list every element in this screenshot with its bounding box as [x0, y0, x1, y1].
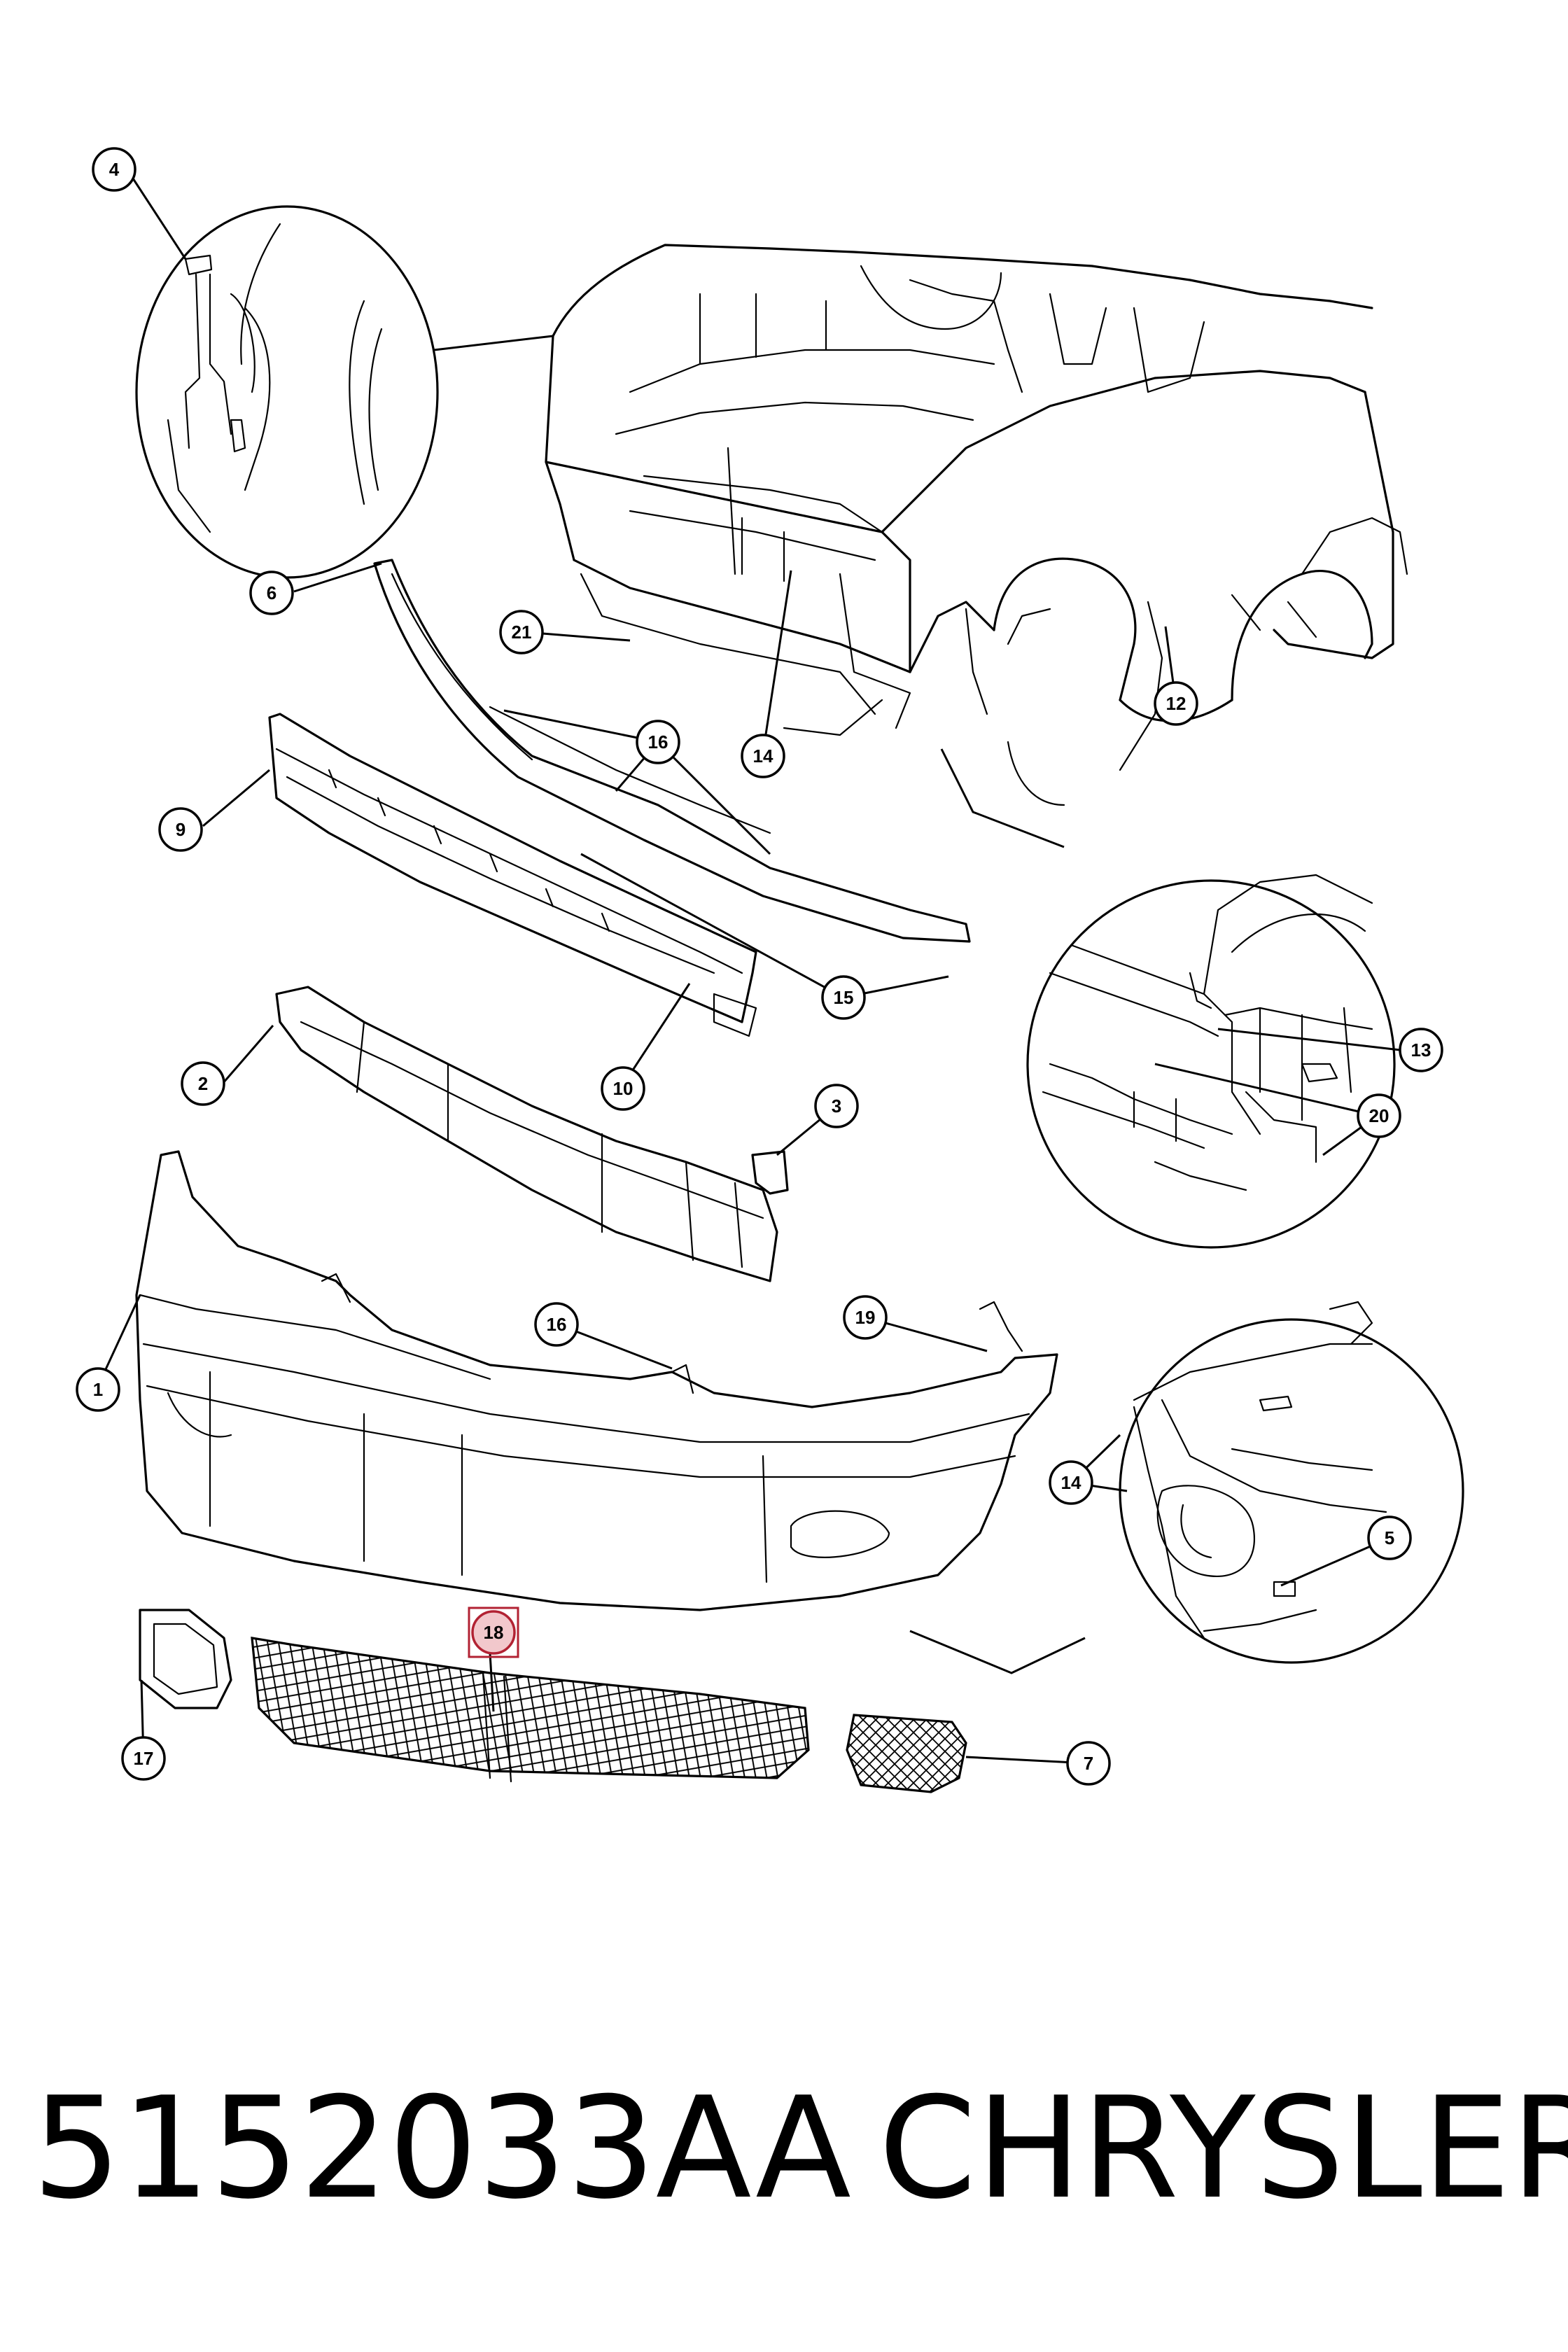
- part-6-upper-seal-strip: [373, 559, 971, 943]
- detail-circle-fender-seal: [135, 205, 554, 579]
- callout: 13: [1399, 1028, 1443, 1072]
- brand-name: CHRYSLER: [878, 2067, 1568, 2230]
- callout-label: 2: [198, 1073, 208, 1094]
- callout: 4: [92, 147, 136, 192]
- connector-line: [940, 748, 1065, 848]
- callout: 2: [181, 1061, 225, 1106]
- callout-highlighted: 18: [468, 1606, 519, 1658]
- callout: 12: [1154, 681, 1198, 726]
- part-9-grille-support: [268, 713, 757, 1037]
- part-1-front-fascia: [135, 1150, 1058, 1611]
- callout-label: 17: [134, 1748, 154, 1769]
- callout: 20: [1357, 1093, 1401, 1138]
- callout-label: 21: [512, 622, 532, 643]
- callout: 16: [534, 1302, 579, 1347]
- callout: 14: [1049, 1460, 1093, 1505]
- detail-circle-fog-bezel: [1119, 1301, 1464, 1664]
- part-17-fog-lamp-bezel: [139, 1609, 232, 1709]
- callout-label: 9: [176, 819, 186, 840]
- callout: 1: [76, 1367, 120, 1412]
- callout: 15: [821, 975, 866, 1020]
- part-2-energy-absorber: [275, 986, 778, 1282]
- callout-label: 16: [547, 1314, 567, 1335]
- callout: 9: [158, 807, 203, 852]
- connector-line: [909, 1630, 1086, 1674]
- callout-label: 13: [1411, 1040, 1432, 1060]
- callout-leaders: [97, 178, 1401, 1765]
- callout-label: 20: [1369, 1105, 1390, 1126]
- callout: 5: [1367, 1516, 1412, 1560]
- callout-label: 6: [267, 582, 276, 603]
- callout-label: 10: [613, 1078, 634, 1099]
- callout: 3: [814, 1084, 859, 1128]
- part-18-lower-grille: [251, 1637, 810, 1783]
- callout: 16: [636, 720, 680, 764]
- part-number: 5152033AA: [32, 2067, 851, 2230]
- part-3-bracket: [751, 1150, 789, 1195]
- callout-label: 14: [1061, 1472, 1082, 1493]
- callout-label: 1: [93, 1379, 103, 1400]
- callout: 21: [499, 610, 544, 654]
- callout-label: 4: [109, 159, 120, 180]
- callout-label: 3: [832, 1096, 841, 1116]
- callout: 10: [601, 1066, 645, 1111]
- callout: 17: [121, 1736, 166, 1781]
- detail-circle-bracket: [1026, 874, 1396, 1249]
- callout-label: 18: [484, 1622, 504, 1643]
- callout-label: 16: [648, 732, 668, 752]
- callout-label: 15: [834, 987, 854, 1008]
- vehicle-front-body: [545, 244, 1408, 806]
- callout-label: 19: [855, 1307, 876, 1328]
- part-7-grille-insert: [846, 1714, 967, 1793]
- callout-label: 14: [753, 746, 774, 766]
- callout: 6: [249, 570, 294, 615]
- callout-label: 12: [1166, 693, 1186, 714]
- callout: 14: [741, 734, 785, 778]
- callout: 19: [843, 1295, 888, 1340]
- footer: 5152033AA CHRYSLER: [0, 2058, 1568, 2240]
- callout-label: 5: [1385, 1527, 1394, 1548]
- callout: 7: [1066, 1741, 1111, 1786]
- callout-label: 7: [1084, 1753, 1093, 1774]
